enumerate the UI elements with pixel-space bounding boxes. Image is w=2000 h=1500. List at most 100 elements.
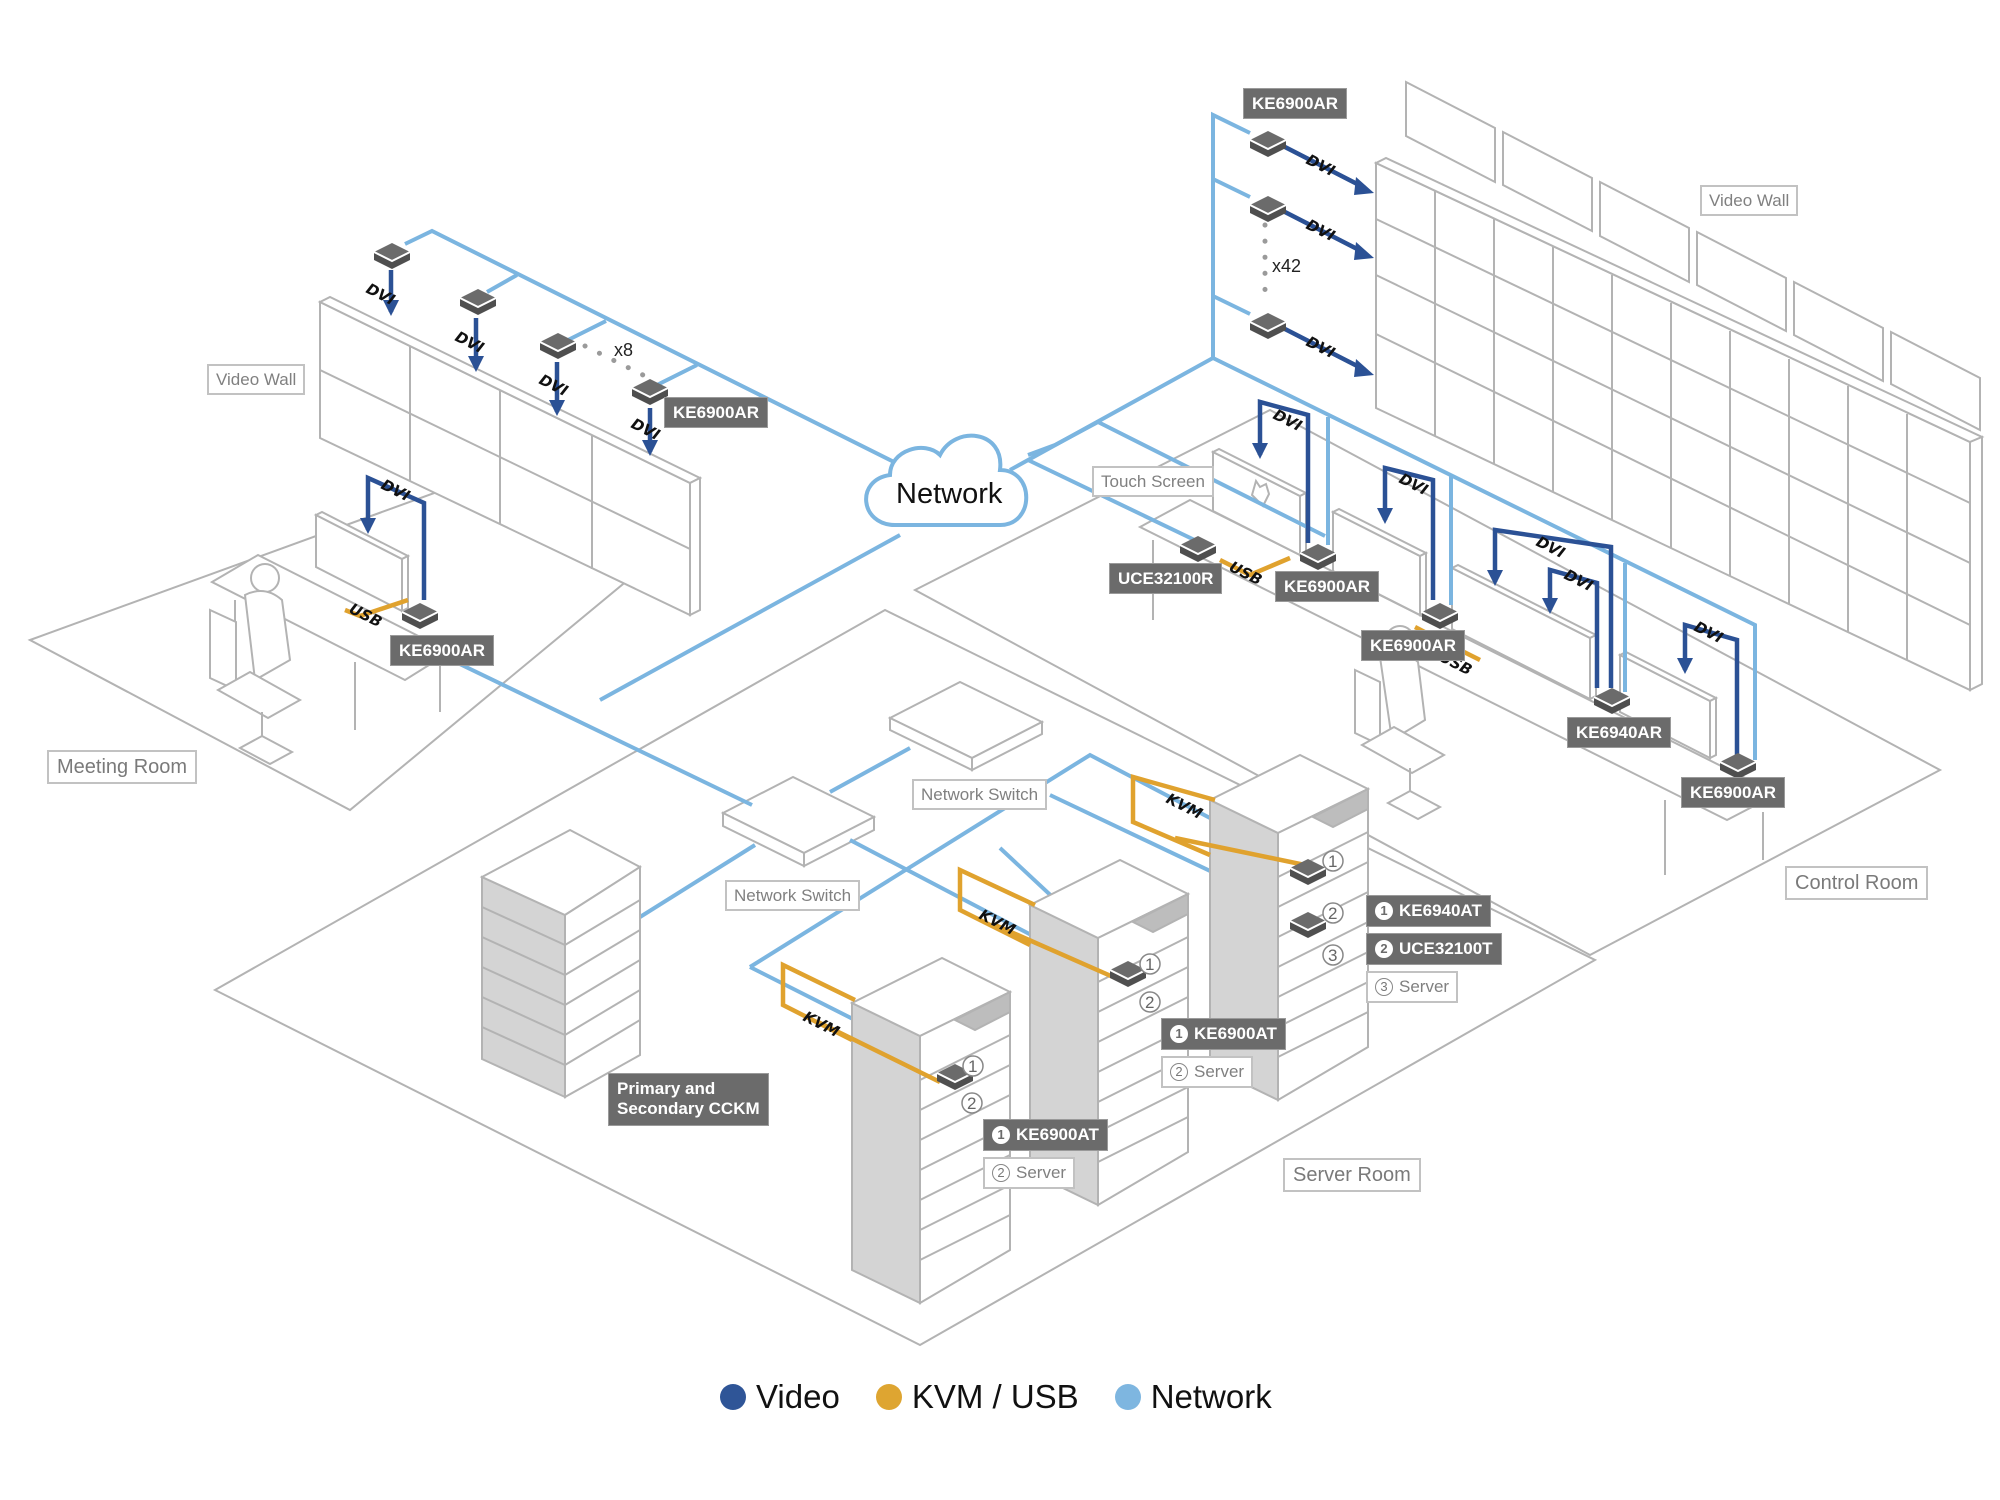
device-box-icon — [1109, 961, 1147, 987]
device-label-ke6900ar: KE6900AR — [1243, 88, 1347, 119]
meeting-room-label: Meeting Room — [47, 750, 198, 784]
dvi-label: DVI — [1561, 566, 1596, 596]
kvm-label: KVM — [976, 906, 1018, 939]
device-box-icon — [1421, 603, 1459, 629]
rack-legend-text: KE6940AT — [1399, 901, 1482, 920]
arrowhead-icon — [1542, 598, 1558, 614]
server-room-label: Server Room — [1283, 1158, 1421, 1192]
rack-legend-text: KE6900AT — [1016, 1125, 1099, 1144]
control-monitor-2 — [1330, 507, 1429, 617]
dvi-label: DVI — [1303, 333, 1338, 363]
legend-item-video: Video — [720, 1378, 840, 1416]
rack-legend-text: Server — [1194, 1062, 1245, 1081]
arrowhead-icon — [1377, 508, 1393, 524]
arrowhead-icon — [549, 400, 565, 416]
cckm-rack — [479, 828, 642, 1099]
device-label-ke6900ar: KE6900AR — [1681, 777, 1785, 808]
video-wall-left — [317, 295, 703, 617]
video-color-dot — [720, 1384, 746, 1410]
arrowhead-icon — [1487, 570, 1503, 586]
device-box-icon — [1299, 544, 1337, 570]
device-label-uce32100r: UCE32100R — [1109, 563, 1223, 594]
arrowhead-icon — [1252, 443, 1268, 459]
device-box-icon — [631, 379, 669, 405]
rack-legend-item: 2 UCE32100T — [1366, 933, 1502, 965]
number-badge: 2 — [992, 1164, 1010, 1182]
dvi-arrowheads — [360, 177, 1693, 674]
slot-number: 2 — [967, 1094, 976, 1113]
number-badge: 2 — [1375, 940, 1393, 958]
kvm-usb-color-dot — [875, 1384, 902, 1410]
rack-legend-text: UCE32100T — [1399, 939, 1493, 958]
arrowhead-icon — [360, 518, 376, 534]
slot-number: 1 — [968, 1057, 977, 1076]
dvi-label: DVI — [1691, 618, 1726, 648]
legend-item-network: Network — [1114, 1378, 1272, 1416]
dvi-label: DVI — [1533, 533, 1568, 563]
network-cloud-icon — [864, 433, 1029, 527]
video-wall-right-label: Video Wall — [1700, 185, 1799, 216]
number-badge: 1 — [1375, 902, 1393, 920]
arrowhead-icon — [1354, 242, 1374, 260]
device-box-icon — [1593, 688, 1631, 714]
legend-label: Network — [1150, 1378, 1272, 1415]
slot-number: 1 — [1145, 955, 1154, 974]
network-switch-1-icon — [720, 775, 877, 868]
device-box-icon — [1719, 753, 1757, 779]
device-label-ke6900ar: KE6900AR — [664, 397, 768, 428]
control-room-label: Control Room — [1785, 866, 1929, 900]
touch-screen-label: Touch Screen — [1092, 466, 1214, 497]
dvi-label: DVI — [536, 371, 571, 401]
network-switch-2-icon — [887, 680, 1045, 772]
rack-slot-numbers: 1 2 1 2 1 2 3 — [961, 850, 1344, 1114]
dvi-label: DVI — [1270, 406, 1305, 436]
dvi-label: DVI — [1303, 151, 1338, 181]
control-monitor-4 — [1617, 650, 1719, 760]
kvm-cables — [344, 555, 1482, 1085]
device-box-icon — [1249, 131, 1287, 157]
legend-label: KVM / USB — [911, 1378, 1079, 1415]
video-wall-left-label: Video Wall — [207, 364, 306, 395]
network-color-dot — [1114, 1384, 1141, 1410]
device-box-icon — [1289, 859, 1327, 885]
device-box-icon — [401, 603, 439, 629]
dvi-label: DVI — [1303, 216, 1338, 246]
device-boxes — [373, 131, 1757, 1090]
slot-number: 2 — [1145, 993, 1154, 1012]
dvi-cables — [365, 143, 1740, 757]
device-box-icon — [1289, 912, 1327, 938]
rack-legend-item: 2 Server — [1161, 1056, 1254, 1088]
device-box-icon — [373, 243, 411, 269]
arrowhead-icon — [1354, 177, 1374, 195]
number-badge: 2 — [1170, 1063, 1188, 1081]
left-wall-multiplier: x8 — [614, 340, 633, 360]
network-cloud-label: Network — [896, 478, 1003, 510]
number-badge: 1 — [992, 1126, 1010, 1144]
meeting-person-icon — [209, 563, 303, 766]
device-box-icon — [539, 333, 577, 359]
network-switch-label: Network Switch — [912, 779, 1048, 810]
device-box-icon — [1179, 536, 1217, 562]
legend-item-kvm-usb: KVM / USB — [875, 1378, 1079, 1416]
arrowhead-icon — [1677, 658, 1693, 674]
legend: Video KVM / USB Network — [720, 1378, 1308, 1416]
device-box-icon — [459, 289, 497, 315]
server-room-floor — [212, 608, 1598, 1347]
legend-label: Video — [756, 1378, 840, 1415]
slot-number: 3 — [1328, 946, 1337, 965]
device-label-ke6900ar: KE6900AR — [1361, 630, 1465, 661]
device-label-ke6940ar: KE6940AR — [1567, 717, 1671, 748]
device-label-ke6900ar: KE6900AR — [390, 635, 494, 666]
cable-labels: DVI DVI DVI DVI DVI DVI DVI DVI DVI DVI … — [346, 151, 1726, 1041]
device-label-ke6900ar: KE6900AR — [1275, 571, 1379, 602]
server-rack-1 — [849, 956, 1013, 1305]
arrowhead-icon — [642, 440, 658, 456]
slot-number: 2 — [1328, 904, 1337, 923]
network-switch-label: Network Switch — [725, 880, 861, 911]
arrowhead-icon — [468, 356, 484, 372]
